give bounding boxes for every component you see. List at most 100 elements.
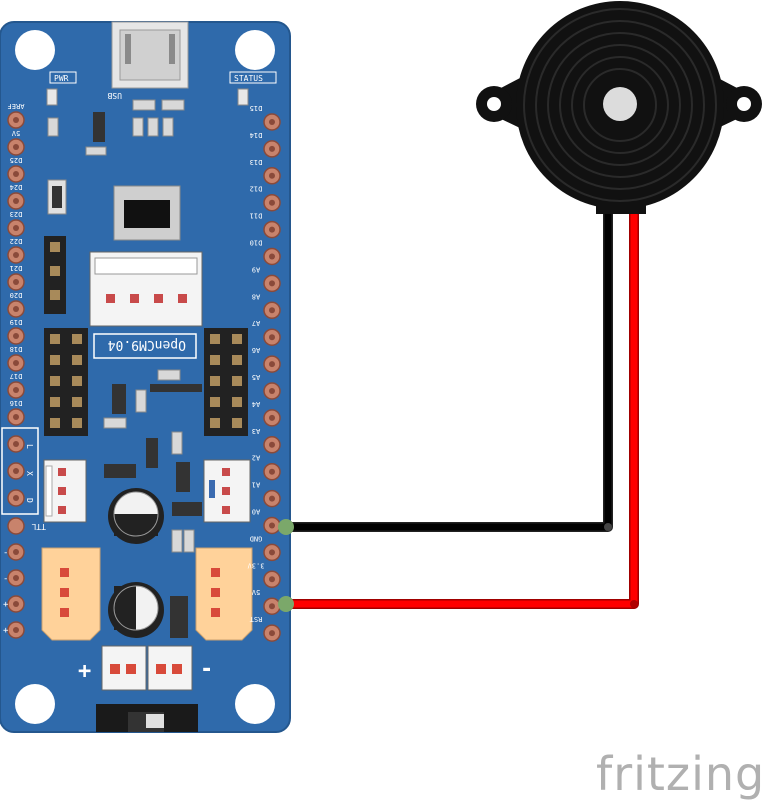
buzzer-center xyxy=(603,87,637,121)
right-rst-pin-hole xyxy=(269,630,275,637)
left-d17-label: D17 xyxy=(10,372,23,380)
pwr-label: PWR xyxy=(54,74,69,83)
right-a6-label: A6 xyxy=(252,346,260,354)
right-a8-label: A8 xyxy=(252,292,260,300)
left-5v-pin-hole xyxy=(13,144,19,150)
left-d20-pin-hole xyxy=(13,306,19,312)
right-5v-pin-hole xyxy=(269,603,275,610)
wire-red[interactable] xyxy=(288,212,639,609)
lxd-label-l: L xyxy=(25,444,34,449)
right-d14-label: D14 xyxy=(250,131,263,139)
buzzer-mount-hole xyxy=(487,97,501,111)
right-a3-label: A3 xyxy=(252,427,260,435)
bottom-left-0-pin-hole xyxy=(13,549,19,555)
bottom-left-3-pin-hole xyxy=(13,627,19,633)
ttl-label: TTL xyxy=(31,522,46,531)
capacitor-1 xyxy=(108,488,164,544)
a0-wire-endpoint[interactable] xyxy=(278,519,294,535)
jst-3pin-left xyxy=(43,459,87,523)
bottom-left-1-pin-hole xyxy=(13,575,19,581)
right-d12-pin-hole xyxy=(269,199,275,206)
lxd-pin-column: LXD xyxy=(7,435,34,507)
right-a2-label: A2 xyxy=(252,454,260,462)
right-a3-pin-hole xyxy=(269,441,275,448)
jst-3pin-right xyxy=(203,459,251,523)
wire-black[interactable] xyxy=(288,212,613,532)
right-pin-column: D15D14D13D12D11D10A9A8A7A6A5A4A3A2A1A0GN… xyxy=(247,104,281,642)
right-a7-label: A7 xyxy=(252,319,260,327)
right-d14-pin-hole xyxy=(269,145,275,152)
left-d16-pin-hole xyxy=(13,414,19,420)
header-left-2x5 xyxy=(44,328,88,436)
right-d15-pin-hole xyxy=(269,119,275,125)
left-d24-label: D24 xyxy=(10,183,23,191)
right-gnd-label: GND xyxy=(250,534,263,542)
right-a7-pin-hole xyxy=(269,334,275,341)
right-gnd-pin-hole xyxy=(269,549,275,556)
lxd-l-pin-hole xyxy=(13,441,19,447)
left-d25-pin-hole xyxy=(13,171,19,177)
left-d22-label: D22 xyxy=(10,237,23,245)
left-d19-label: D19 xyxy=(10,318,23,326)
right-a4-label: A4 xyxy=(252,400,260,408)
left-d16-label: D16 xyxy=(10,399,23,407)
right-a9-pin-hole xyxy=(269,280,275,287)
battery-minus-label: - xyxy=(200,657,213,682)
right-a1-label: A1 xyxy=(252,481,260,489)
left-d18-label: D18 xyxy=(10,345,23,353)
mount-hole xyxy=(235,30,275,70)
jst-4pin-connector xyxy=(89,251,203,327)
right-d13-label: D13 xyxy=(250,158,263,166)
power-connector-right xyxy=(195,547,253,641)
fritzing-watermark: fritzing xyxy=(596,747,765,801)
right-d10-pin-hole xyxy=(269,253,275,260)
status-led xyxy=(237,88,249,106)
left-aref-pin-hole xyxy=(13,117,19,123)
right-d13-pin-hole xyxy=(269,172,275,179)
bottom-left-pin-column: --++ xyxy=(3,543,25,639)
left-d25-label: D25 xyxy=(10,156,23,164)
right-a4-pin-hole xyxy=(269,414,275,421)
battery-connector xyxy=(101,645,193,691)
right-d11-label: D11 xyxy=(250,212,263,220)
left-d21-label: D21 xyxy=(10,264,23,272)
left-d23-label: D23 xyxy=(10,210,23,218)
left-d19-pin-hole xyxy=(13,333,19,339)
left-d20-label: D20 xyxy=(10,291,23,299)
5v-wire-endpoint[interactable] xyxy=(278,596,294,612)
right-d11-pin-hole xyxy=(269,226,275,233)
bottom-left-sign-1: - xyxy=(3,574,8,584)
right-a0-label: A0 xyxy=(252,508,260,516)
left-d21-pin-hole xyxy=(13,279,19,285)
lxd-x-pin-hole xyxy=(13,468,19,474)
left-d24-pin-hole xyxy=(13,198,19,204)
right-a8-pin-hole xyxy=(269,307,275,314)
battery-plus-label: + xyxy=(78,659,91,684)
board-name: OpenCM9.04 xyxy=(108,337,186,352)
piezo-buzzer xyxy=(476,1,762,214)
bottom-left-sign-3: + xyxy=(3,626,9,636)
buzzer-mount-hole xyxy=(737,97,751,111)
mount-hole xyxy=(235,684,275,724)
lxd-label-x: X xyxy=(25,471,34,476)
right-a1-pin-hole xyxy=(269,495,275,502)
header-3pin xyxy=(44,236,66,314)
power-switch xyxy=(96,704,198,732)
right-33v-label: 3.3V xyxy=(247,561,265,569)
right-33v-pin-hole xyxy=(269,576,275,583)
pwr-led xyxy=(46,88,58,106)
right-5v-label: 5V xyxy=(251,588,260,596)
right-a5-pin-hole xyxy=(269,388,275,394)
right-a2-pin-hole xyxy=(269,468,275,475)
capacitor-2 xyxy=(108,582,164,638)
right-a9-label: A9 xyxy=(252,265,260,273)
ttl-pin xyxy=(7,517,25,535)
lxd-d-pin-hole xyxy=(13,495,19,501)
usb-connector xyxy=(111,21,189,89)
usb-label: USB xyxy=(107,91,122,100)
left-d17-pin-hole xyxy=(13,387,19,393)
left-d23-pin-hole xyxy=(13,225,19,231)
left-d18-pin-hole xyxy=(13,360,19,366)
